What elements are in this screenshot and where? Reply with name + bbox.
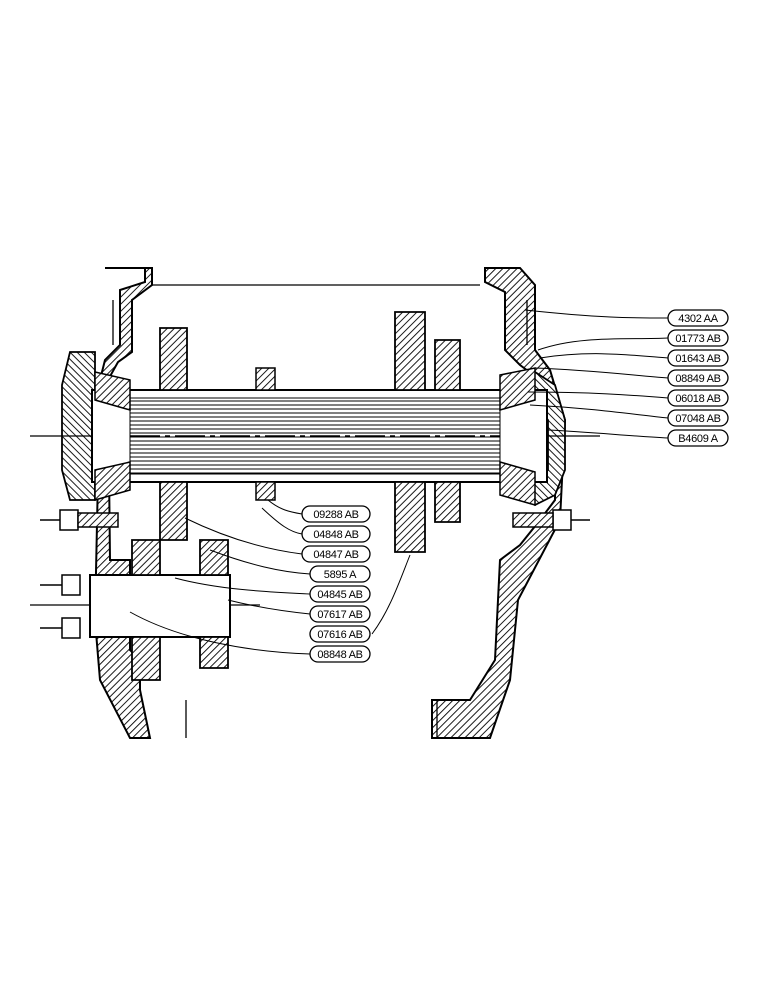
svg-text:07617 AB: 07617 AB [317, 609, 362, 621]
gear-small-center [255, 367, 276, 501]
gear-right-main [394, 311, 461, 553]
callout-5895-A: 5895 A [309, 565, 371, 583]
callout-08849-AB: 08849 AB [667, 369, 729, 387]
right-bearing [499, 367, 536, 506]
callout-01773-AB: 01773 AB [667, 329, 729, 347]
callout-B4609-A: B4609 A [667, 429, 729, 447]
callout-07616-AB: 07616 AB [309, 625, 371, 643]
callout-08848-AB: 08848 AB [309, 645, 371, 663]
bolt-right [512, 509, 590, 531]
svg-text:08848 AB: 08848 AB [317, 649, 362, 661]
callout-06018-AB: 06018 AB [667, 389, 729, 407]
svg-text:04848 AB: 04848 AB [313, 529, 358, 541]
callout-04848-AB: 04848 AB [301, 525, 371, 543]
callout-07048-AB: 07048 AB [667, 409, 729, 427]
callout-04845-AB: 04845 AB [309, 585, 371, 603]
bolt-left-upper [40, 509, 119, 531]
svg-text:04845 AB: 04845 AB [317, 589, 362, 601]
countershaft [30, 574, 260, 638]
svg-text:B4609 A: B4609 A [678, 433, 718, 445]
svg-text:5895 A: 5895 A [324, 569, 357, 581]
main-shaft [30, 389, 600, 483]
svg-text:01643 AB: 01643 AB [675, 353, 720, 365]
svg-text:08849 AB: 08849 AB [675, 373, 720, 385]
svg-text:06018 AB: 06018 AB [675, 393, 720, 405]
countershaft-gear [131, 539, 229, 681]
callout-01643-AB: 01643 AB [667, 349, 729, 367]
svg-text:07616 AB: 07616 AB [317, 629, 362, 641]
left-bearing-cap [61, 351, 96, 501]
left-bearing [94, 371, 131, 501]
svg-text:04847 AB: 04847 AB [313, 549, 358, 561]
gear-left-main [159, 327, 188, 541]
leader-lines [129, 309, 669, 655]
svg-text:01773 AB: 01773 AB [675, 333, 720, 345]
callout-09288-AB: 09288 AB [301, 505, 371, 523]
housing-inner-lines [112, 284, 528, 738]
bolt-left-lower-b [40, 617, 81, 639]
bolt-left-lower-a [40, 574, 81, 596]
svg-text:4302 AA: 4302 AA [678, 313, 718, 325]
callout-04847-AB: 04847 AB [301, 545, 371, 563]
svg-text:07048 AB: 07048 AB [675, 413, 720, 425]
callout-07617-AB: 07617 AB [309, 605, 371, 623]
svg-text:09288 AB: 09288 AB [313, 509, 358, 521]
callout-4302-AA: 4302 AA [667, 309, 729, 327]
